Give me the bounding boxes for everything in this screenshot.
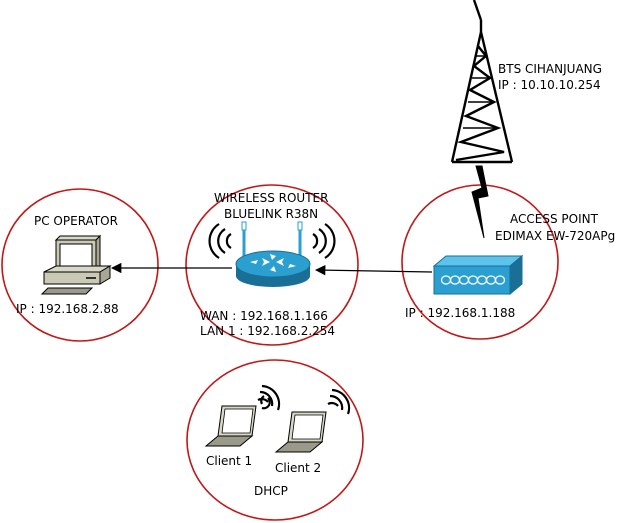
client-1-laptop-icon bbox=[204, 405, 257, 447]
tower-ip-label: IP : 10.10.10.254 bbox=[498, 78, 601, 92]
client-2-laptop-icon bbox=[274, 411, 327, 453]
router-signal-left-icon bbox=[208, 223, 232, 259]
access-point-circle bbox=[401, 184, 559, 340]
access-point-ip-label: IP : 192.168.1.188 bbox=[405, 306, 515, 320]
client-1-label: Client 1 bbox=[206, 454, 252, 468]
wireless-router-icon bbox=[235, 221, 311, 287]
pc-operator-circle bbox=[1, 188, 159, 342]
client-2-label: Client 2 bbox=[275, 461, 321, 475]
dhcp-label: DHCP bbox=[254, 484, 288, 498]
bts-tower-icon bbox=[450, 0, 514, 164]
router-title-label: WIRELESS ROUTER bbox=[214, 191, 328, 205]
client-2-signal-icon bbox=[327, 388, 351, 415]
access-point-device-icon bbox=[432, 254, 524, 296]
router-lan-label: LAN 1 : 192.168.2.254 bbox=[200, 324, 335, 338]
tower-name-label: BTS CIHANJUANG bbox=[498, 62, 602, 76]
client-1-signal-icon bbox=[257, 384, 281, 411]
ap-to-router-link bbox=[314, 264, 433, 276]
router-signal-right-icon bbox=[312, 223, 336, 259]
access-point-title-label: ACCESS POINT bbox=[510, 212, 599, 226]
router-circle bbox=[185, 184, 359, 346]
router-model-label: BLUELINK R38N bbox=[224, 207, 318, 221]
access-point-model-label: EDIMAX EW-720APg bbox=[495, 229, 615, 243]
wireless-link-bolt-icon bbox=[471, 165, 489, 239]
clients-circle bbox=[186, 359, 364, 521]
pc-name-label: PC OPERATOR bbox=[34, 214, 118, 228]
router-wan-label: WAN : 192.168.1.166 bbox=[200, 309, 328, 323]
pc-operator-icon bbox=[40, 234, 112, 295]
pc-ip-label: IP : 192.168.2.88 bbox=[16, 302, 119, 316]
